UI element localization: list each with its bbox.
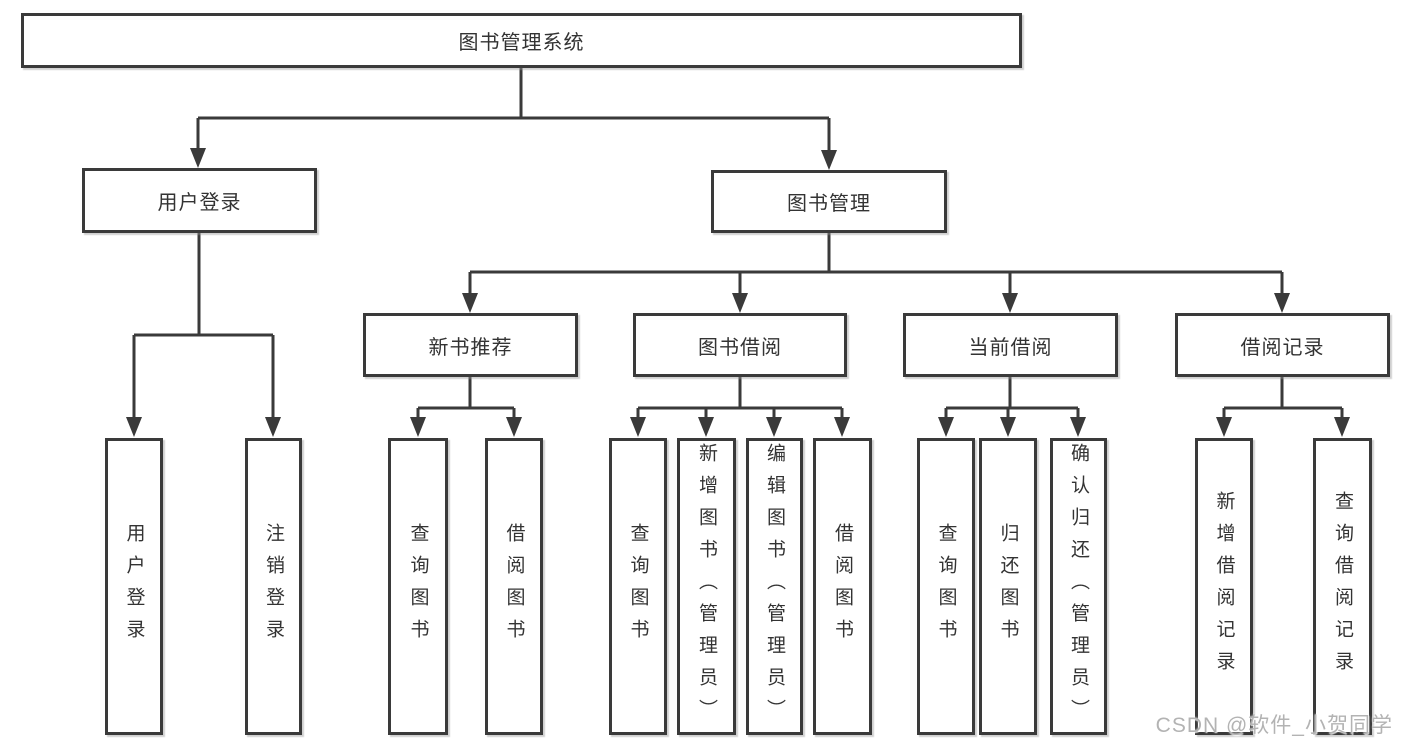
node-new-book-recommend: 新书推荐 bbox=[363, 313, 578, 377]
watermark: CSDN @软件_小贺同学 bbox=[1155, 714, 1393, 737]
node-confirm-return-admin: 确认归还（管理员） bbox=[1050, 438, 1107, 735]
node-current-borrowing: 当前借阅 bbox=[903, 313, 1118, 377]
node-book-management: 图书管理 bbox=[711, 170, 947, 233]
node-return-book: 归还图书 bbox=[979, 438, 1037, 735]
node-borrow-books-recommend: 借阅图书 bbox=[485, 438, 543, 735]
node-query-books-current: 查询图书 bbox=[917, 438, 975, 735]
node-library-system: 图书管理系统 bbox=[21, 13, 1022, 68]
node-query-borrow-record: 查询借阅记录 bbox=[1313, 438, 1372, 735]
node-edit-book-admin: 编辑图书（管理员） bbox=[746, 438, 803, 735]
node-book-borrowing: 图书借阅 bbox=[633, 313, 847, 377]
arrowheads bbox=[126, 148, 1350, 437]
node-borrow-books: 借阅图书 bbox=[813, 438, 872, 735]
node-query-books-borrowing: 查询图书 bbox=[609, 438, 667, 735]
node-add-borrow-record: 新增借阅记录 bbox=[1195, 438, 1253, 735]
node-logout: 注销登录 bbox=[245, 438, 302, 735]
node-user-login: 用户登录 bbox=[105, 438, 163, 735]
node-query-books-recommend: 查询图书 bbox=[388, 438, 448, 735]
node-add-book-admin: 新增图书（管理员） bbox=[677, 438, 736, 735]
node-user-login-branch: 用户登录 bbox=[82, 168, 317, 233]
node-borrowing-records: 借阅记录 bbox=[1175, 313, 1390, 377]
